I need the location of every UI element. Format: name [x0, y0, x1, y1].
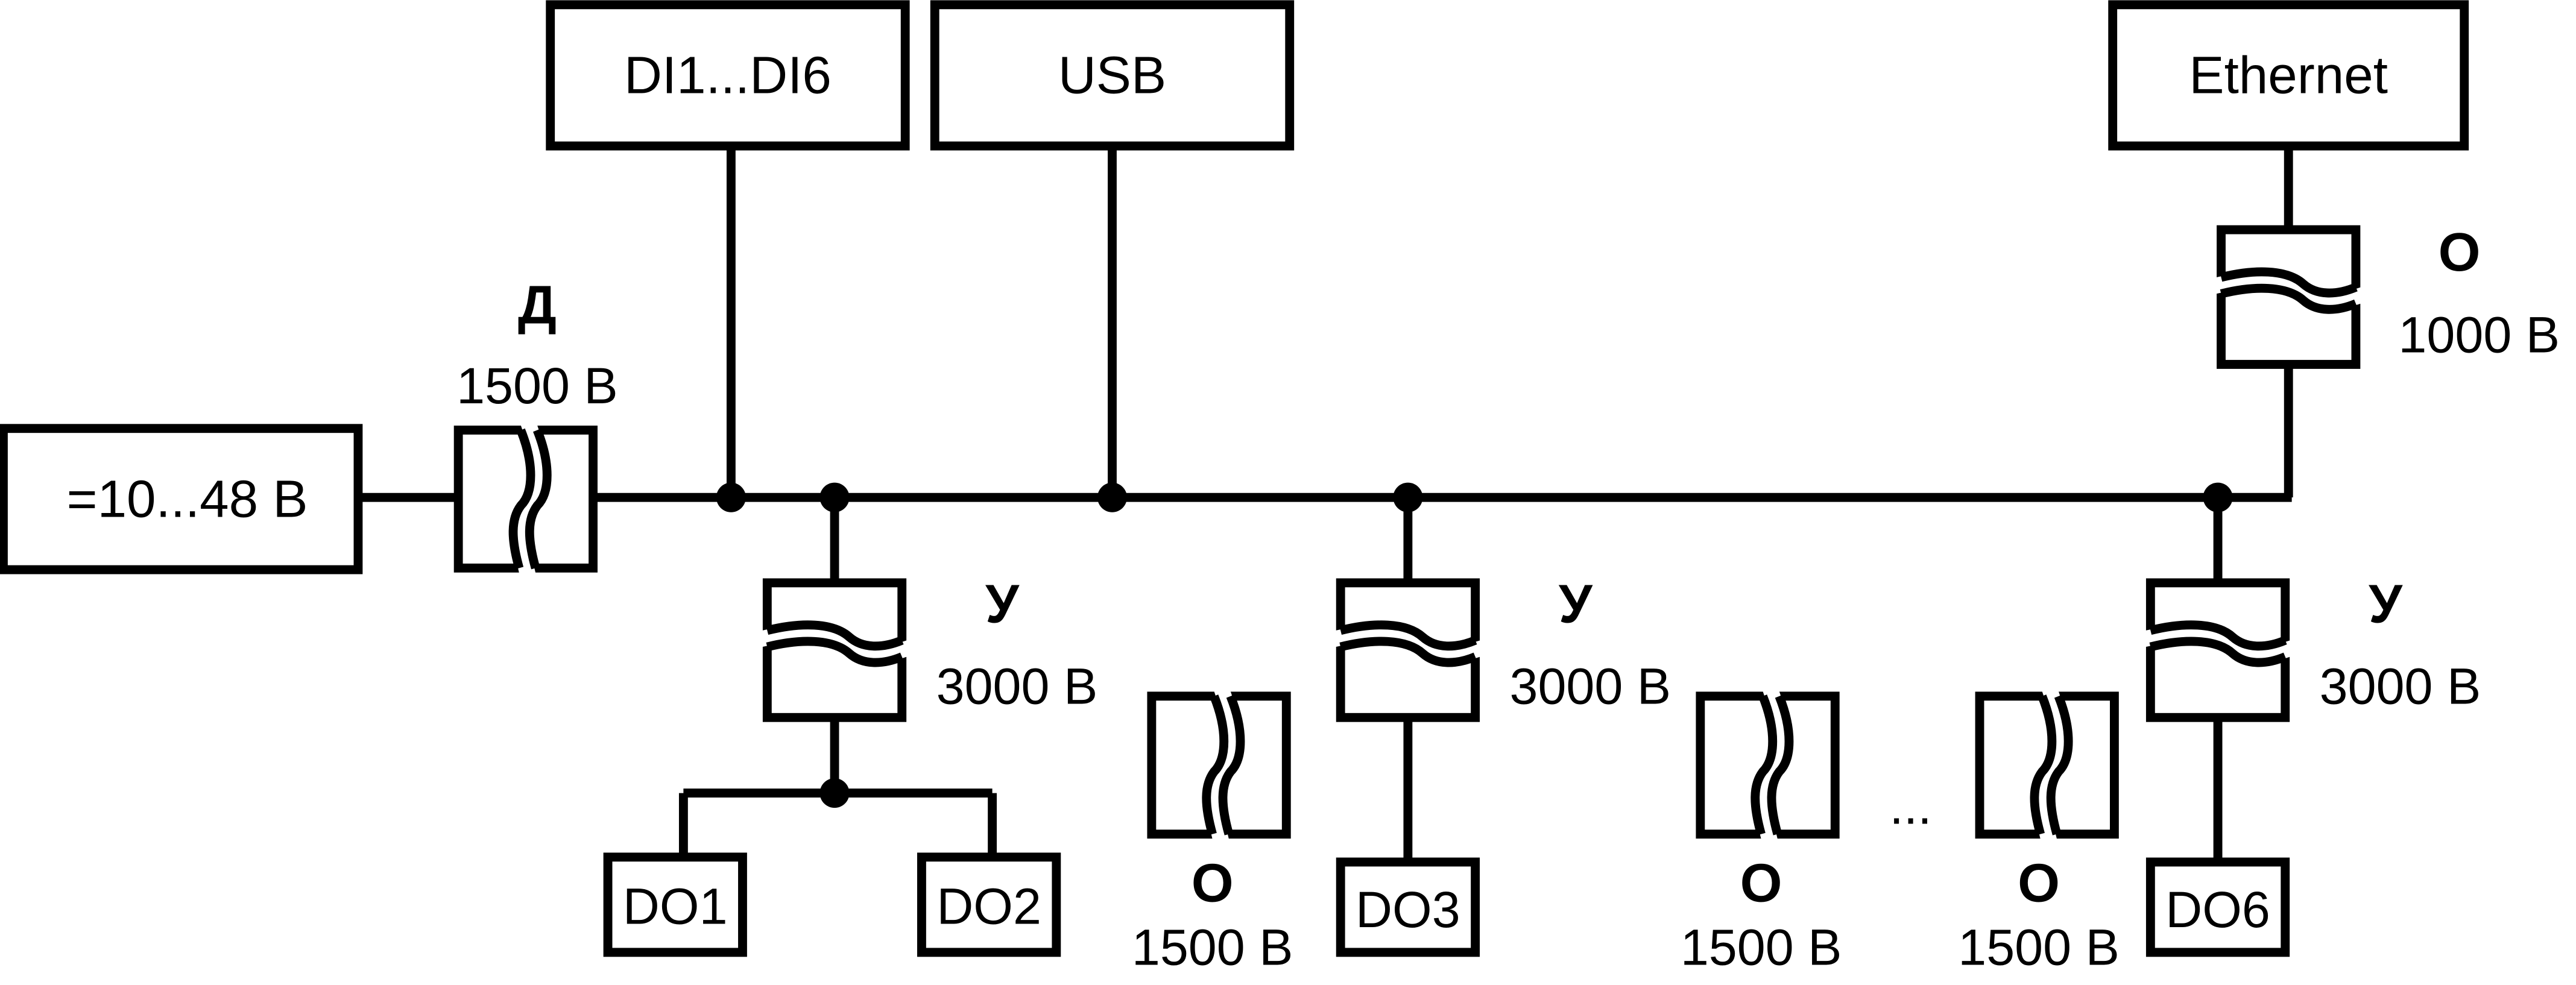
- between-do3-dots-iso-type: О: [1740, 853, 1782, 913]
- junction-dot: [819, 482, 850, 512]
- do6-label: DO6: [2165, 881, 2270, 938]
- do3-label: DO3: [1356, 881, 1460, 938]
- power-label: =10...48 В: [67, 470, 308, 528]
- between-dots-do6-iso-type: О: [2018, 853, 2060, 913]
- power-iso-type: Д: [518, 275, 557, 335]
- do1-label: DO1: [623, 878, 728, 935]
- di-label: DI1...DI6: [624, 46, 832, 104]
- junction-dot: [716, 482, 746, 512]
- do3-isolator: [1336, 583, 1480, 717]
- junction-dot: [1393, 482, 1423, 512]
- ethernet-iso-type: О: [2439, 222, 2481, 283]
- do6-iso-voltage: 3000 В: [2320, 658, 2481, 714]
- ethernet-label: Ethernet: [2189, 46, 2388, 104]
- ethernet-isolator: [2216, 230, 2361, 364]
- do6-isolator: [2145, 583, 2290, 717]
- between-dots-do6-isolator: [1980, 691, 2114, 839]
- between-do2-do3-iso-voltage: 1500 В: [1132, 919, 1293, 976]
- do6-iso-type: У: [2369, 574, 2403, 634]
- junction-dot: [2203, 482, 2233, 512]
- usb-label: USB: [1058, 46, 1166, 104]
- between-dots-do6-iso-voltage: 1500 В: [1958, 919, 2120, 976]
- between-do2-do3-iso-type: О: [1192, 853, 1234, 913]
- do12-isolator: [762, 583, 907, 717]
- do3-block: [1336, 857, 1480, 957]
- power-isolator: [458, 425, 593, 573]
- do12-iso-voltage: 3000 В: [936, 658, 1098, 714]
- ethernet-iso-voltage: 1000 В: [2398, 306, 2560, 363]
- between-do3-dots-isolator: [1700, 691, 1835, 839]
- between-do2-do3-isolator: [1152, 691, 1286, 839]
- junction-dot: [1097, 482, 1127, 512]
- do12-iso-type: У: [985, 574, 1020, 634]
- junction-dots: [716, 482, 2233, 808]
- power-iso-voltage: 1500 В: [456, 357, 618, 414]
- junction-dot: [819, 778, 850, 808]
- ellipsis: ...: [1889, 778, 1931, 834]
- do2-label: DO2: [936, 878, 1041, 935]
- do3-iso-type: У: [1559, 574, 1593, 634]
- do1-block: [603, 852, 747, 957]
- do6-block: [2145, 857, 2290, 957]
- do2-block: [917, 852, 1061, 957]
- between-do3-dots-iso-voltage: 1500 В: [1681, 919, 1842, 976]
- do3-iso-voltage: 3000 В: [1509, 658, 1671, 714]
